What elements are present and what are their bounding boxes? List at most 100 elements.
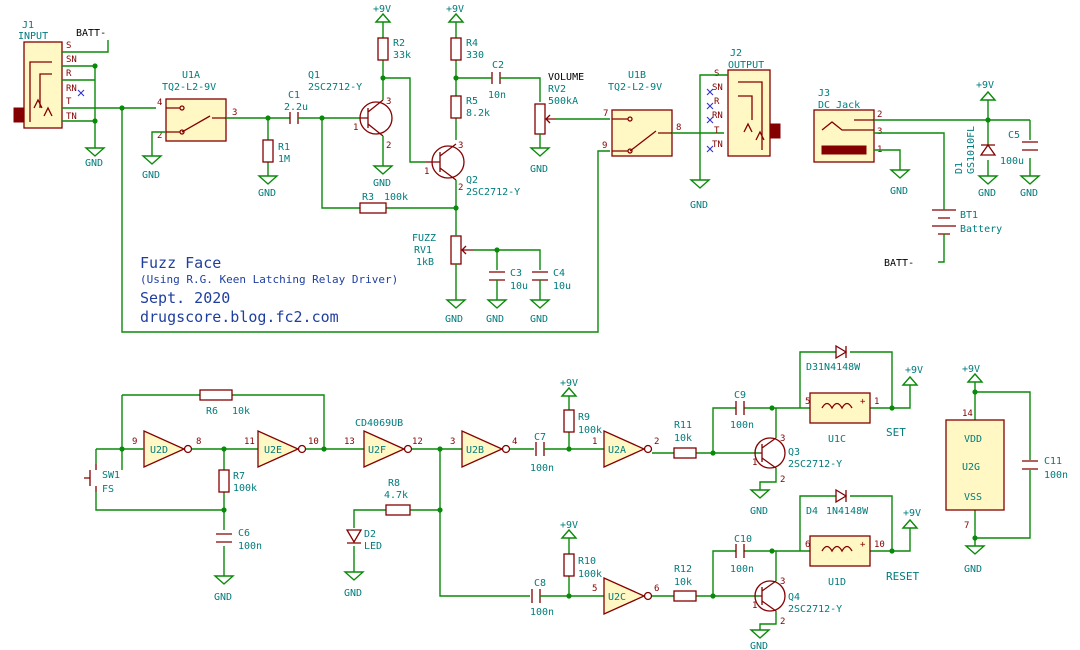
r4-value: 330	[466, 50, 484, 61]
r4-ref: R4	[466, 38, 478, 49]
r2-resistor: R2 33k +9V	[373, 4, 426, 163]
u2g-pin-14: 14	[962, 409, 973, 419]
r1-resistor: R1 1M GND	[257, 115, 290, 199]
rv2-wiper	[545, 114, 556, 124]
u1b-contact	[627, 148, 633, 154]
u2e-pin-11: 11	[244, 437, 255, 447]
u2g-pin-7: 7	[964, 521, 969, 531]
j1-ref: J1	[22, 20, 34, 31]
q1-pin-2: 2	[386, 141, 391, 151]
title-line-1: Fuzz Face	[140, 254, 221, 272]
gnd-symbol	[749, 489, 771, 499]
r12-body	[673, 590, 697, 602]
r5-value: 8.2k	[466, 108, 490, 119]
u2c-pin-6: 6	[654, 584, 659, 594]
rv2-wires	[539, 118, 610, 148]
gnd-symbol	[529, 299, 551, 309]
c11-plates	[1022, 460, 1038, 470]
gnd-label-q3: GND	[750, 506, 768, 517]
r8-body	[385, 504, 411, 516]
q4-wires	[759, 551, 777, 630]
u1d-plus-mark: +	[860, 540, 866, 550]
r10-ref: R10	[578, 556, 596, 567]
r11-body	[673, 447, 697, 459]
set-label: SET	[886, 426, 906, 439]
d2-led: D2 LED GND	[343, 529, 382, 599]
j2-pin-sn: SN	[712, 83, 723, 93]
vcc-label-u2g: +9V	[962, 364, 980, 375]
d4-body	[835, 488, 848, 504]
gnd-symbol	[977, 175, 999, 185]
u2f-body	[363, 429, 406, 469]
gnd-symbol	[372, 165, 394, 175]
d4-value: 1N4148W	[826, 506, 869, 517]
gnd-symbol	[1019, 175, 1041, 185]
c4-ref: C4	[553, 268, 565, 279]
u2a-body	[603, 429, 646, 469]
c9-capacitor: C9 100n	[710, 390, 800, 456]
j3-pin-3: 3	[877, 127, 882, 137]
gnd-label-d2: GND	[344, 588, 362, 599]
u2e-inverter: U2E 11 10	[244, 429, 364, 469]
j1-plug	[13, 107, 25, 123]
u2f-bubble	[403, 444, 413, 454]
u2d-inverter: U2D 9 8	[132, 429, 258, 469]
u1a-switch	[166, 107, 226, 133]
bt1-ref: BT1	[960, 210, 978, 221]
vcc-label-r2: +9V	[373, 4, 391, 15]
r2-value: 33k	[393, 50, 411, 61]
r10-body	[563, 553, 575, 577]
u1b-pin-7: 7	[603, 109, 608, 119]
u2b-pin-4: 4	[512, 437, 517, 447]
j2-value: OUTPUT	[728, 60, 764, 71]
ic-value: CD4069UB	[355, 418, 403, 429]
junction	[119, 446, 125, 452]
u2b-body	[461, 429, 504, 469]
u2g-vss: VSS	[964, 492, 982, 503]
r8-ref: R8	[388, 478, 400, 489]
u2d-pin-9: 9	[132, 437, 137, 447]
u2d-pin-8: 8	[196, 437, 201, 447]
r8-d2-wires	[353, 509, 440, 572]
r2-body	[377, 37, 389, 61]
junction	[769, 405, 775, 411]
r7-ref: R7	[233, 471, 245, 482]
r3-ref: R3	[362, 192, 374, 203]
u2d-label: U2D	[150, 445, 168, 456]
junction	[119, 105, 125, 111]
j1-contacts	[29, 61, 53, 122]
net-batt-bt1: BATT-	[884, 258, 914, 269]
gnd-symbol	[141, 155, 163, 165]
u1c-ref: U1C	[828, 434, 846, 445]
q2-pin-2: 2	[458, 183, 463, 193]
u1a-pin-2: 2	[157, 131, 162, 141]
vcc-label-d1: +9V	[976, 80, 994, 91]
gnd-symbol	[257, 175, 279, 185]
u1c-set-coil: + 5 1 U1C D31N4148W +9V SET	[799, 344, 923, 445]
r3-value: 100k	[384, 192, 408, 203]
c8-ref: C8	[534, 578, 546, 589]
q3-pin-3: 3	[780, 434, 785, 444]
c10-plates	[735, 544, 745, 558]
c11-value: 100n	[1044, 470, 1068, 481]
c6-ref: C6	[238, 528, 250, 539]
q1-pin-3: 3	[386, 97, 391, 107]
reset-label: RESET	[886, 570, 919, 583]
u2g-label: U2G	[962, 462, 980, 473]
d4-ref: D4	[806, 506, 818, 517]
r9-value: 100k	[578, 425, 602, 436]
c8-capacitor: C8 100n	[530, 578, 604, 618]
gnd-symbol	[889, 169, 911, 179]
sw1-body	[84, 464, 97, 492]
junction	[972, 535, 978, 541]
gnd-symbol	[529, 147, 551, 157]
q2-ref: Q2	[466, 175, 478, 186]
vcc-label-r10: +9V	[560, 520, 578, 531]
u2a-inverter: U2A 1 2	[592, 429, 760, 469]
gnd-label-c6: GND	[214, 592, 232, 603]
q4-leads	[760, 580, 777, 612]
gnd-label-r1: GND	[258, 188, 276, 199]
u1a-relay: U1A TQ2-L2-9V 4 2 3 GND	[141, 70, 290, 181]
r9-ref: R9	[578, 412, 590, 423]
vcc-symbol	[901, 518, 919, 529]
